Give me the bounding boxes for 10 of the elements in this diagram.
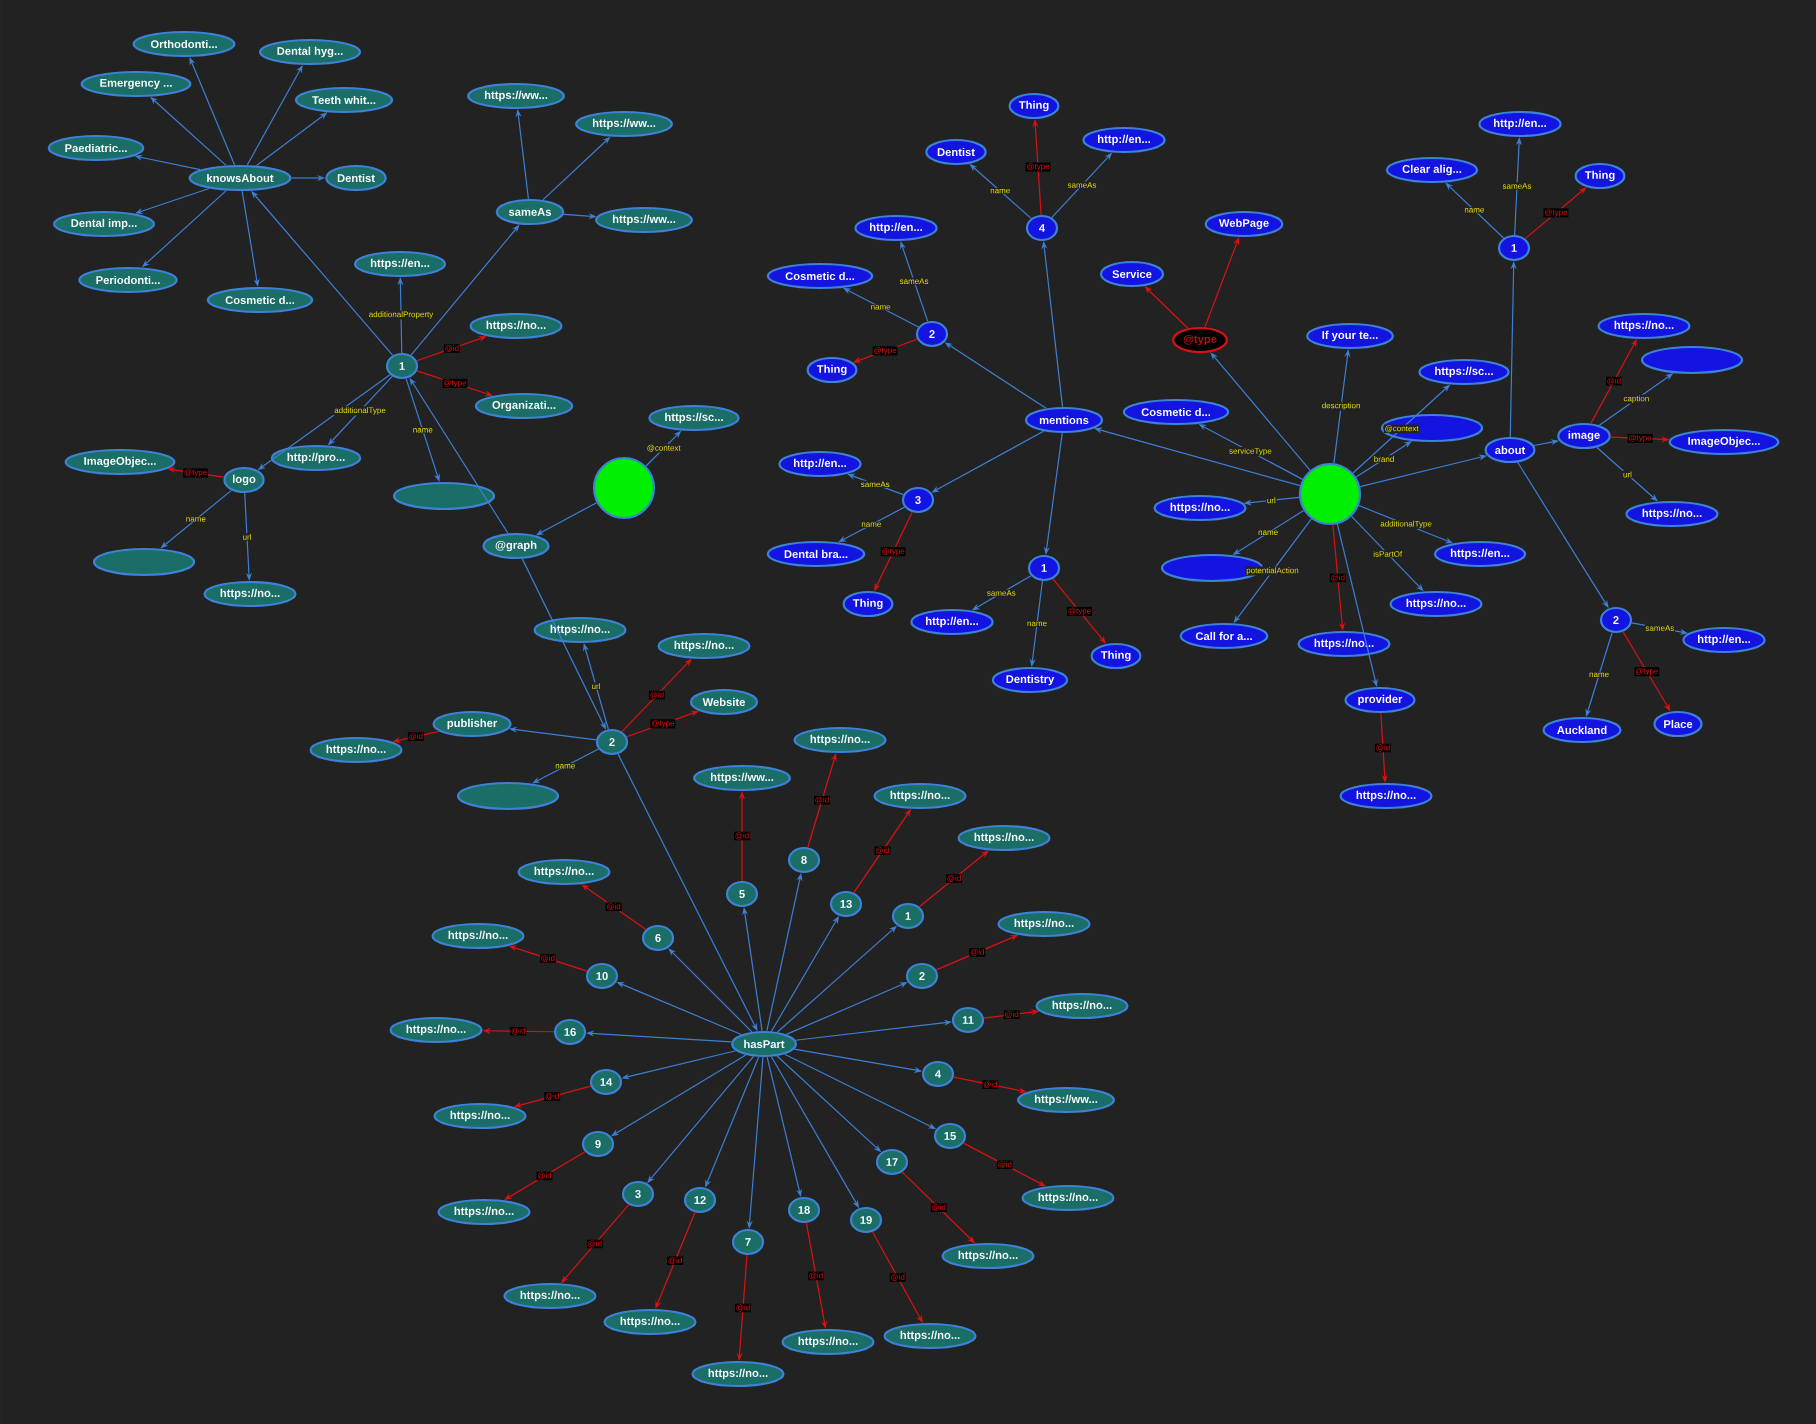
arrow — [962, 1142, 1046, 1187]
arrow — [246, 65, 303, 166]
ellipse-node — [92, 547, 196, 577]
arrow — [918, 850, 989, 908]
circle-node — [1298, 462, 1362, 526]
ellipse-node — [456, 781, 560, 811]
circle-node — [592, 456, 656, 520]
arrow — [1210, 352, 1311, 471]
arrow — [668, 948, 753, 1033]
arrow — [532, 748, 600, 784]
